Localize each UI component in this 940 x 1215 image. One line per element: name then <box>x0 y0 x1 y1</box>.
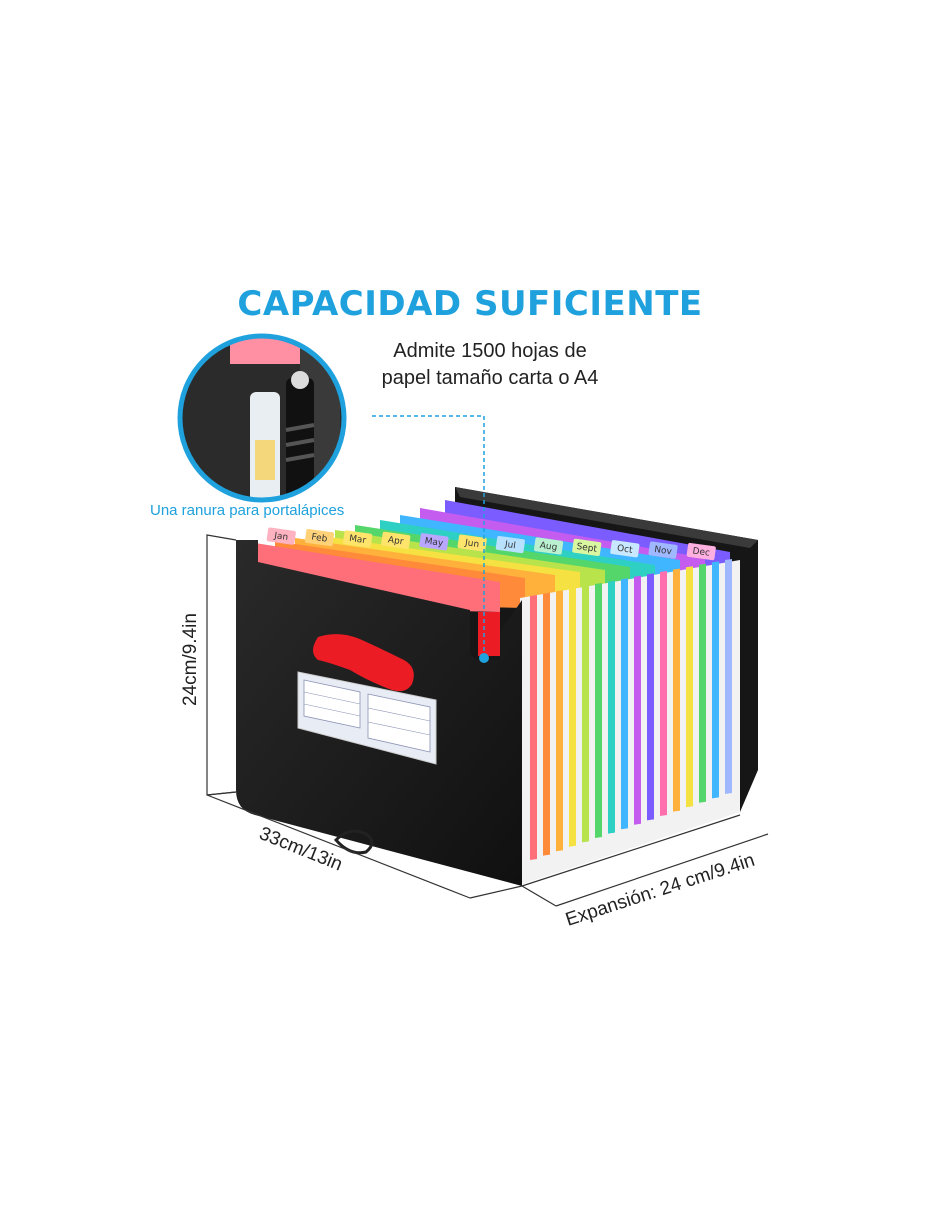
pleat-strip <box>608 580 615 834</box>
dimension-lines <box>206 534 769 907</box>
month-tab-shape <box>572 538 602 556</box>
month-tab-label: Jun <box>463 538 479 550</box>
pleat-strip <box>556 590 563 852</box>
pleat-strip <box>634 575 641 825</box>
pen-slot-label: Una ranura para portalápices <box>150 502 345 519</box>
month-tab-label: Aug <box>539 541 558 553</box>
month-tab-label: Sept <box>576 542 598 555</box>
pleat-strip <box>699 563 706 803</box>
month-tab-label: May <box>424 537 444 550</box>
month-tab-label: Jan <box>273 531 289 543</box>
month-tab-label: Dec <box>692 546 711 558</box>
month-tab-shape <box>419 533 449 551</box>
month-tab-shape <box>495 535 525 554</box>
capacity-text-line-2: papel tamaño carta o A4 <box>381 367 599 389</box>
month-tab: May <box>419 533 449 551</box>
pleat-strip <box>530 595 537 860</box>
month-tab: Jun <box>457 534 487 552</box>
pleat-strip <box>543 592 550 856</box>
pleat-strip <box>725 559 732 794</box>
month-tab-label: Oct <box>616 544 633 556</box>
headline: CAPACIDAD SUFICIENTE <box>237 284 703 324</box>
month-tab-shape <box>610 540 640 558</box>
month-tab-shape <box>304 528 335 547</box>
month-tabs: Jan Feb Mar Apr May Jun Jul Aug Sept Oct Nov Dec <box>266 527 716 561</box>
month-tab: Apr <box>381 531 411 549</box>
pen-slot-zoom <box>177 333 347 503</box>
month-tab-shape <box>648 541 678 559</box>
month-tab-shape <box>686 542 716 561</box>
month-tab: Mar <box>343 530 373 548</box>
month-tab-label: Feb <box>311 532 328 544</box>
month-tab-label: Mar <box>348 534 367 546</box>
capacity-connector <box>372 415 485 652</box>
side-pleats <box>520 559 740 885</box>
month-tab-shape <box>457 534 487 552</box>
capacity-text-line-1: Admite 1500 hojas de <box>393 340 587 362</box>
month-tab: Jan <box>266 527 296 545</box>
month-tab: Nov <box>648 541 678 559</box>
month-tab-shape <box>343 530 373 548</box>
pleat-strip <box>712 561 719 799</box>
pleat-strip <box>686 566 693 808</box>
height-dimension-label: 24cm/9.4in <box>180 613 201 706</box>
month-tab-shape <box>266 527 296 545</box>
month-tab: Dec <box>686 542 716 561</box>
pleat-strip <box>582 585 589 843</box>
pleat-strip <box>660 571 667 816</box>
pleat-strip <box>647 573 654 821</box>
month-tab-label: Nov <box>654 545 673 557</box>
expansion-dimension-label: Expansión: 24 cm/9.4in <box>563 850 757 931</box>
month-tab: Sept <box>572 538 602 556</box>
month-tab: Aug <box>533 537 564 555</box>
month-tab-label: Jul <box>503 540 516 552</box>
pleat-strip <box>595 583 602 838</box>
month-tab-shape <box>381 531 411 549</box>
month-tab: Oct <box>610 540 640 558</box>
pleat-strip <box>673 568 680 812</box>
month-tab: Feb <box>304 528 335 547</box>
pleat-strip <box>569 587 576 847</box>
month-tab: Jul <box>495 535 525 554</box>
pleat-strip <box>621 578 628 830</box>
month-tab-shape <box>533 537 564 555</box>
month-tab-label: Apr <box>387 535 404 547</box>
